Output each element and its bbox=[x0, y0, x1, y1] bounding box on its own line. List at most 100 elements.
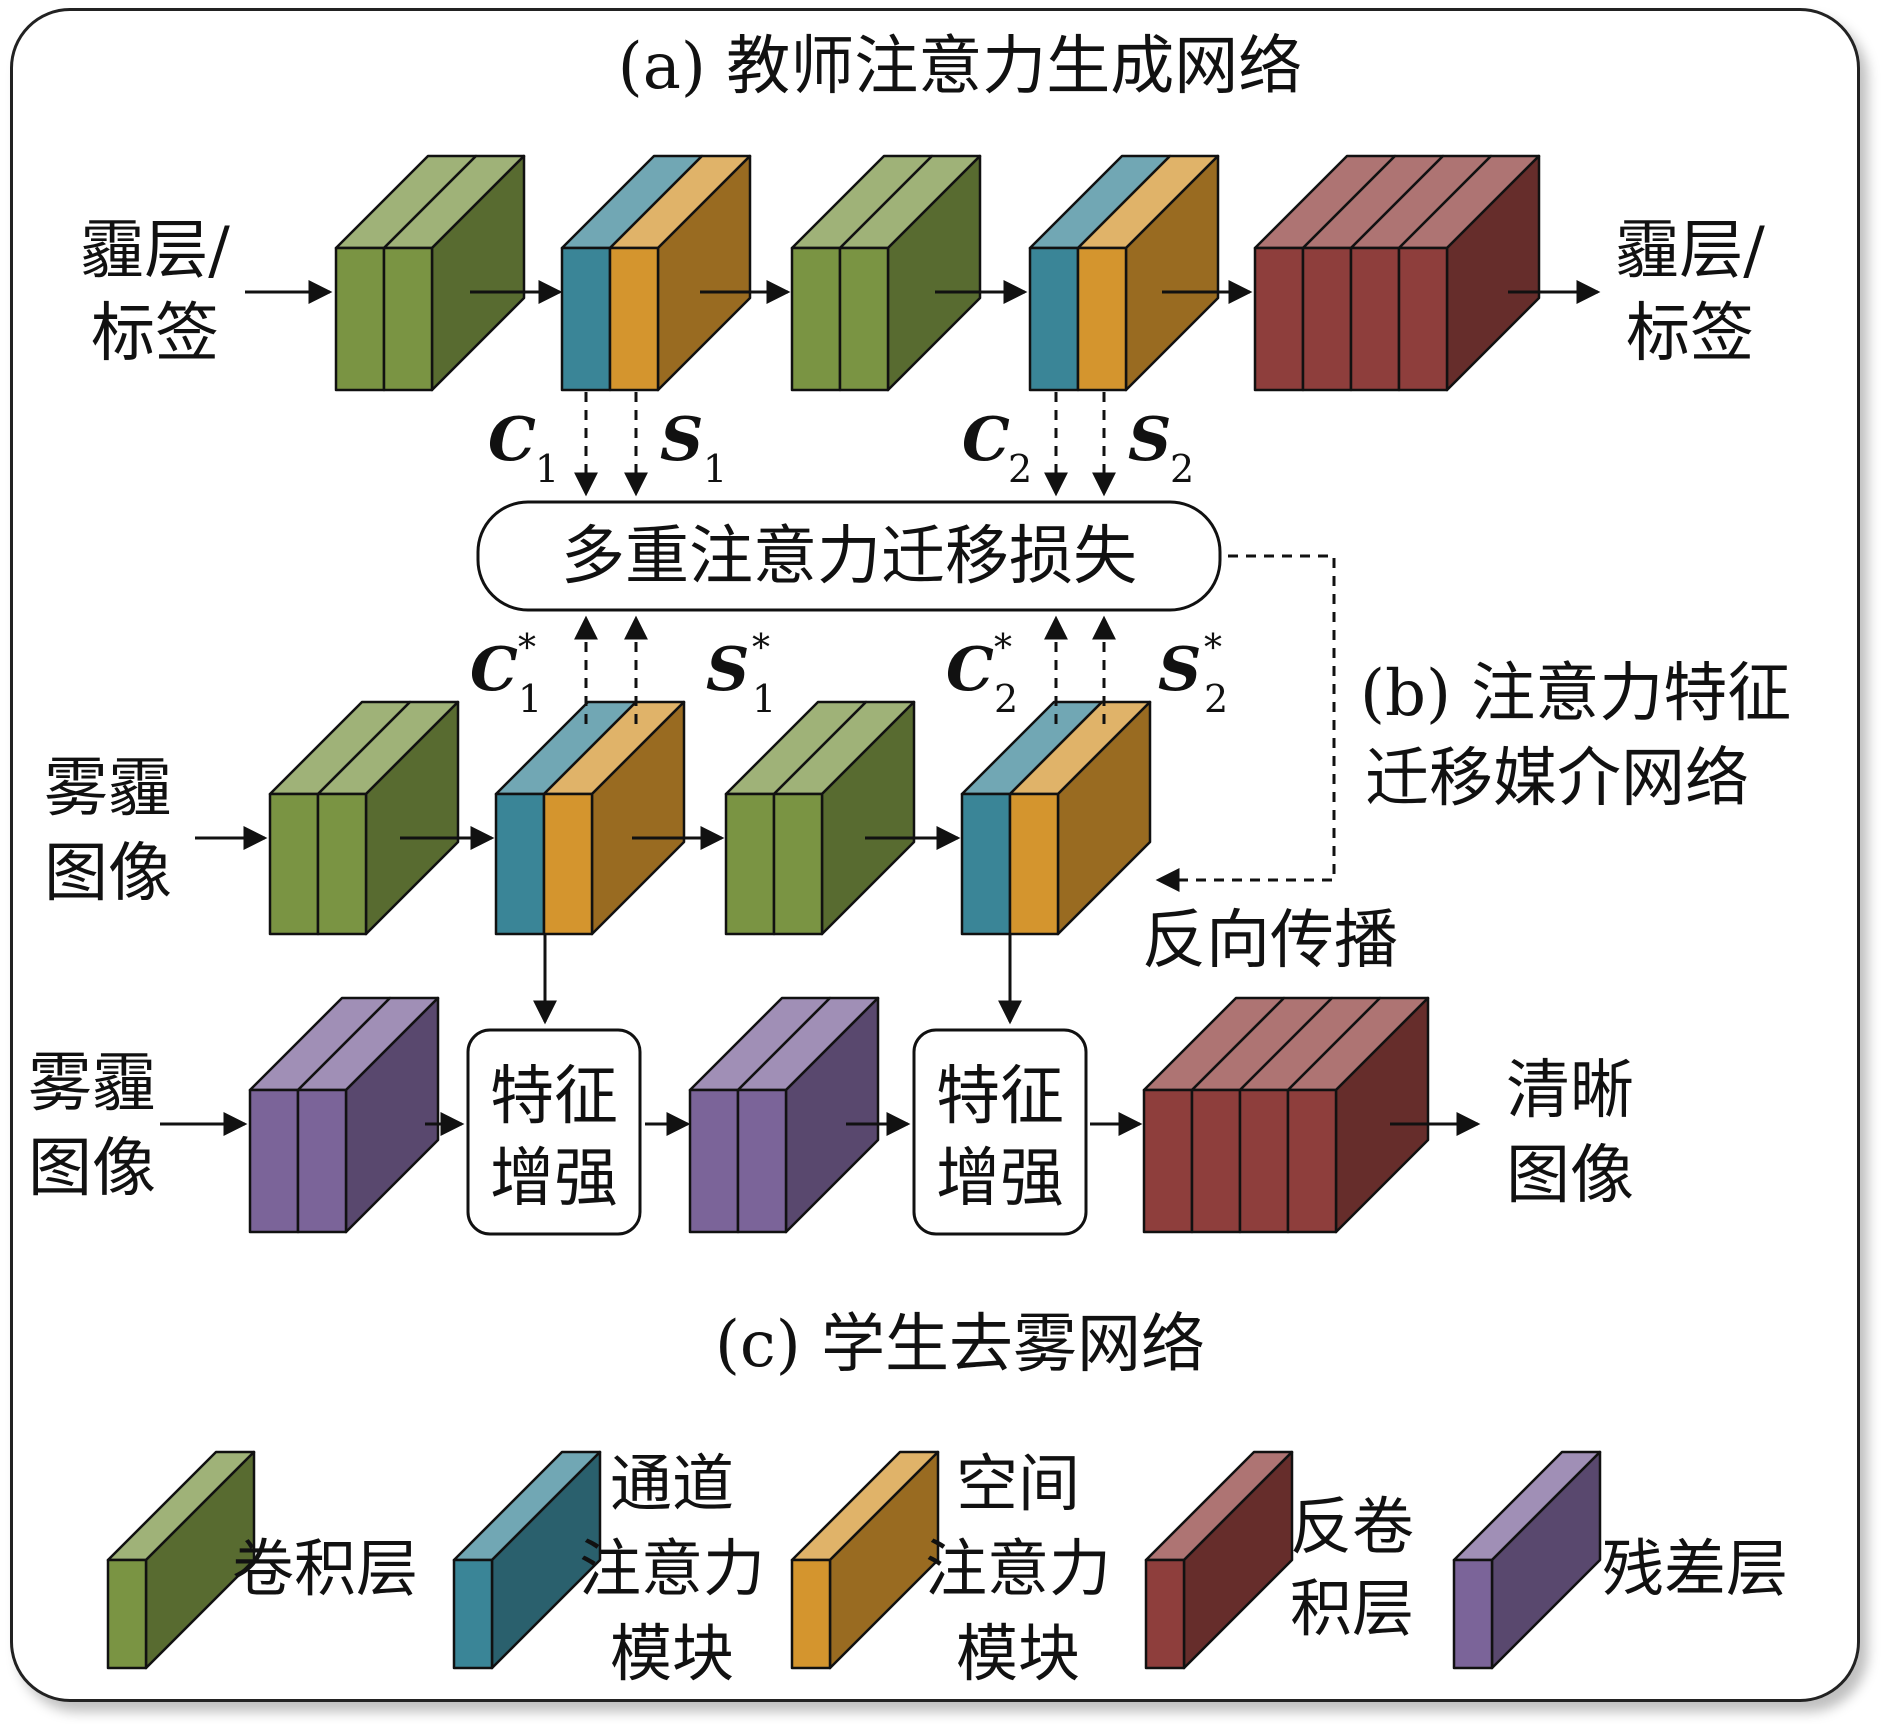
student-deconv-block-front-0 bbox=[1142, 1088, 1194, 1234]
teacher-deconv-block-front-0 bbox=[1253, 246, 1305, 392]
teacher-output-label-line2: 标签 bbox=[1626, 297, 1754, 371]
teacher-output-label-line1: 霾层/ bbox=[1615, 214, 1765, 288]
student-input-label-line2: 图像 bbox=[28, 1132, 156, 1206]
symbol-c2star-sub: 2 bbox=[994, 677, 1018, 721]
feature-enhance-1-line1: 特征 bbox=[490, 1060, 618, 1134]
symbol-s2-star: S * 2 bbox=[1158, 628, 1228, 721]
teacher-attention-block-2-front-1 bbox=[1076, 246, 1128, 392]
legend-conv-label: 卷积层 bbox=[232, 1532, 418, 1605]
student-deconv-block bbox=[1142, 996, 1430, 1234]
legend-spatial-swatch-front-0 bbox=[790, 1558, 832, 1670]
symbol-c2-sub: 2 bbox=[1008, 447, 1032, 491]
legend-deconv-line2: 积层 bbox=[1290, 1572, 1414, 1645]
legend-spatial-line2: 注意力 bbox=[925, 1532, 1111, 1605]
symbol-c2: C 2 bbox=[962, 405, 1032, 491]
symbol-c2-letter: C bbox=[962, 405, 1010, 475]
student-residual-block-2-front-0 bbox=[688, 1088, 740, 1234]
mediator-input-label-line1: 雾霾 bbox=[44, 752, 172, 826]
symbol-c1star-letter: C bbox=[470, 635, 518, 705]
mediator-to-student-arrows bbox=[533, 934, 1022, 1025]
teacher-conv-block-2-front-0 bbox=[790, 246, 842, 392]
legend-spatial-line1: 空间 bbox=[956, 1447, 1080, 1520]
mediator-conv-block-1 bbox=[268, 700, 460, 936]
mediator-title-line1: (b) 注意力特征 bbox=[1360, 657, 1791, 731]
symbol-s1-star: S * 1 bbox=[706, 628, 776, 721]
blocks-layer bbox=[106, 154, 1602, 1670]
symbol-c2star-letter: C bbox=[946, 635, 994, 705]
mediator-conv-block-2-front-0 bbox=[724, 792, 776, 936]
mediator-conv-block-1-front-1 bbox=[316, 792, 368, 936]
legend-residual-swatch-front-0 bbox=[1452, 1558, 1494, 1670]
symbol-c1-letter: C bbox=[488, 405, 536, 475]
teacher-conv-block-1-front-1 bbox=[382, 246, 434, 392]
mediator-conv-block-2-front-1 bbox=[772, 792, 824, 936]
student-output-label-line2: 图像 bbox=[1506, 1139, 1634, 1213]
mediator-attention-block-2-front-0 bbox=[960, 792, 1012, 936]
teacher-attention-block-2-front-0 bbox=[1028, 246, 1080, 392]
teacher-deconv-block-front-2 bbox=[1349, 246, 1401, 392]
feature-enhance-box-1 bbox=[466, 1028, 642, 1236]
symbol-c1-star: C * 1 bbox=[470, 628, 542, 721]
feature-enhance-2-line1: 特征 bbox=[936, 1060, 1064, 1134]
symbol-s1-letter: S bbox=[660, 405, 703, 475]
teacher-input-label-line1: 霾层/ bbox=[80, 214, 230, 288]
symbol-s2-sub: 2 bbox=[1170, 447, 1194, 491]
student-deconv-block-front-3 bbox=[1286, 1088, 1338, 1234]
symbol-c1-sub: 1 bbox=[535, 447, 559, 491]
symbol-c1: C 1 bbox=[488, 405, 559, 491]
legend-spatial-line3: 模块 bbox=[956, 1617, 1080, 1690]
diagram-frame bbox=[10, 8, 1860, 1702]
student-output-label-line1: 清晰 bbox=[1506, 1054, 1634, 1128]
mediator-attention-block-1-front-1 bbox=[542, 792, 594, 936]
student-deconv-block-front-2 bbox=[1238, 1088, 1290, 1234]
feature-enhance-2-line2: 增强 bbox=[936, 1142, 1064, 1216]
teacher-conv-block-2 bbox=[790, 154, 982, 392]
symbol-s2star-letter: S bbox=[1158, 635, 1201, 705]
feature-enhance-box-2 bbox=[912, 1028, 1088, 1236]
legend-conv-swatch-front-0 bbox=[106, 1558, 148, 1670]
student-residual-block-1-front-1 bbox=[296, 1088, 348, 1234]
mediator-attention-block-2-front-1 bbox=[1008, 792, 1060, 936]
symbol-s2star-star: * bbox=[1204, 628, 1222, 669]
legend-deconv-swatch bbox=[1144, 1450, 1294, 1670]
teacher-attention-block-2 bbox=[1028, 154, 1220, 392]
legend-deconv-line1: 反卷 bbox=[1290, 1490, 1414, 1563]
student-residual-block-1-front-0 bbox=[248, 1088, 300, 1234]
legend-channel-line1: 通道 bbox=[610, 1447, 734, 1520]
symbol-s2: S 2 bbox=[1128, 405, 1194, 491]
symbol-s2-letter: S bbox=[1128, 405, 1171, 475]
student-residual-block-2 bbox=[688, 996, 880, 1234]
legend-channel-swatch-front-0 bbox=[452, 1558, 494, 1670]
symbol-c1star-sub: 1 bbox=[518, 677, 542, 721]
legend-residual-swatch bbox=[1452, 1450, 1602, 1670]
symbol-s1-sub: 1 bbox=[703, 447, 727, 491]
symbol-s2star-sub: 2 bbox=[1204, 677, 1228, 721]
teacher-attention-block-1-front-0 bbox=[560, 246, 612, 392]
mediator-conv-block-1-front-0 bbox=[268, 792, 320, 936]
feature-enhance-1-line2: 增强 bbox=[490, 1142, 618, 1216]
teacher-input-label-line2: 标签 bbox=[91, 297, 219, 371]
student-input-label-line1: 雾霾 bbox=[28, 1047, 156, 1121]
teacher-conv-block-1 bbox=[334, 154, 526, 392]
symbol-s1star-letter: S bbox=[706, 635, 749, 705]
symbol-s1: S 1 bbox=[660, 405, 727, 491]
legend-spatial-swatch bbox=[790, 1450, 940, 1670]
student-residual-block-2-front-1 bbox=[736, 1088, 788, 1234]
legend-conv-swatch bbox=[106, 1450, 256, 1670]
mediator-attention-block-1-front-0 bbox=[494, 792, 546, 936]
teacher-deconv-block-front-1 bbox=[1301, 246, 1353, 392]
symbol-s1star-star: * bbox=[752, 628, 770, 669]
mediator-attention-block-1 bbox=[494, 700, 686, 936]
loss-box-label: 多重注意力迁移损失 bbox=[561, 520, 1137, 594]
symbol-c1star-star: * bbox=[518, 628, 536, 669]
symbol-s1star-sub: 1 bbox=[752, 677, 776, 721]
symbol-c2star-star: * bbox=[994, 628, 1012, 669]
teacher-title: (a) 教师注意力生成网络 bbox=[618, 30, 1302, 104]
student-title: (c) 学生去雾网络 bbox=[715, 1308, 1205, 1382]
legend-channel-swatch bbox=[452, 1450, 602, 1670]
legend-channel-line2: 注意力 bbox=[579, 1532, 765, 1605]
teacher-conv-block-2-front-1 bbox=[838, 246, 890, 392]
teacher-conv-block-1-front-0 bbox=[334, 246, 386, 392]
mediator-conv-block-2 bbox=[724, 700, 916, 936]
student-residual-block-1 bbox=[248, 996, 440, 1234]
